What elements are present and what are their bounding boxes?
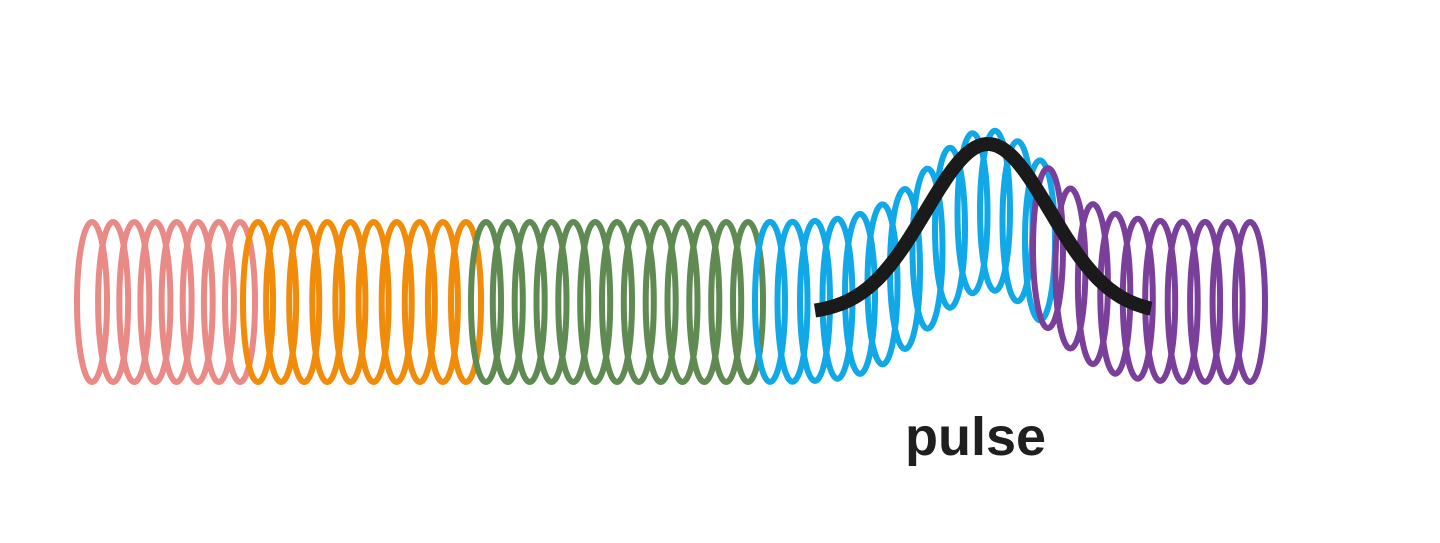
coil bbox=[200, 219, 237, 385]
coil bbox=[1232, 219, 1268, 385]
coil bbox=[355, 219, 392, 385]
coil bbox=[1030, 165, 1066, 332]
coil bbox=[263, 219, 300, 385]
green-segment bbox=[468, 219, 766, 385]
pulse-curve bbox=[813, 137, 1153, 318]
coil bbox=[1164, 218, 1201, 385]
orange-segment bbox=[240, 219, 484, 385]
coil bbox=[686, 219, 723, 385]
coil bbox=[533, 219, 570, 385]
coils-layer bbox=[74, 127, 1268, 385]
coil bbox=[909, 165, 946, 332]
coil bbox=[401, 219, 438, 385]
coil bbox=[664, 219, 701, 385]
coil bbox=[1187, 218, 1224, 385]
coil bbox=[555, 219, 592, 385]
coil bbox=[286, 219, 323, 385]
coil bbox=[378, 219, 415, 385]
coil bbox=[179, 219, 216, 385]
coil bbox=[74, 219, 110, 385]
coil bbox=[489, 219, 526, 385]
coil bbox=[932, 144, 968, 311]
coil bbox=[752, 218, 788, 385]
purple-segment bbox=[1030, 165, 1268, 385]
coil bbox=[222, 219, 258, 385]
pink-segment bbox=[74, 219, 258, 385]
coil bbox=[774, 218, 811, 385]
coil bbox=[468, 219, 504, 385]
coil bbox=[309, 219, 346, 385]
coil bbox=[511, 219, 548, 385]
coil bbox=[620, 219, 657, 385]
coil bbox=[599, 219, 635, 385]
coil bbox=[842, 210, 878, 377]
coil bbox=[158, 219, 195, 385]
coil bbox=[1097, 210, 1134, 377]
coil bbox=[977, 127, 1013, 294]
pulse-label: pulse bbox=[905, 407, 1047, 467]
coil bbox=[730, 219, 766, 385]
coil bbox=[240, 219, 276, 385]
coil bbox=[424, 219, 461, 385]
coil bbox=[95, 219, 132, 385]
coil bbox=[954, 130, 991, 297]
coil bbox=[137, 219, 174, 385]
coil bbox=[332, 219, 369, 385]
coil bbox=[1209, 219, 1246, 385]
coil bbox=[642, 219, 679, 385]
coil bbox=[708, 219, 745, 385]
coil bbox=[116, 219, 153, 385]
coil bbox=[577, 219, 614, 385]
coil bbox=[448, 219, 484, 385]
